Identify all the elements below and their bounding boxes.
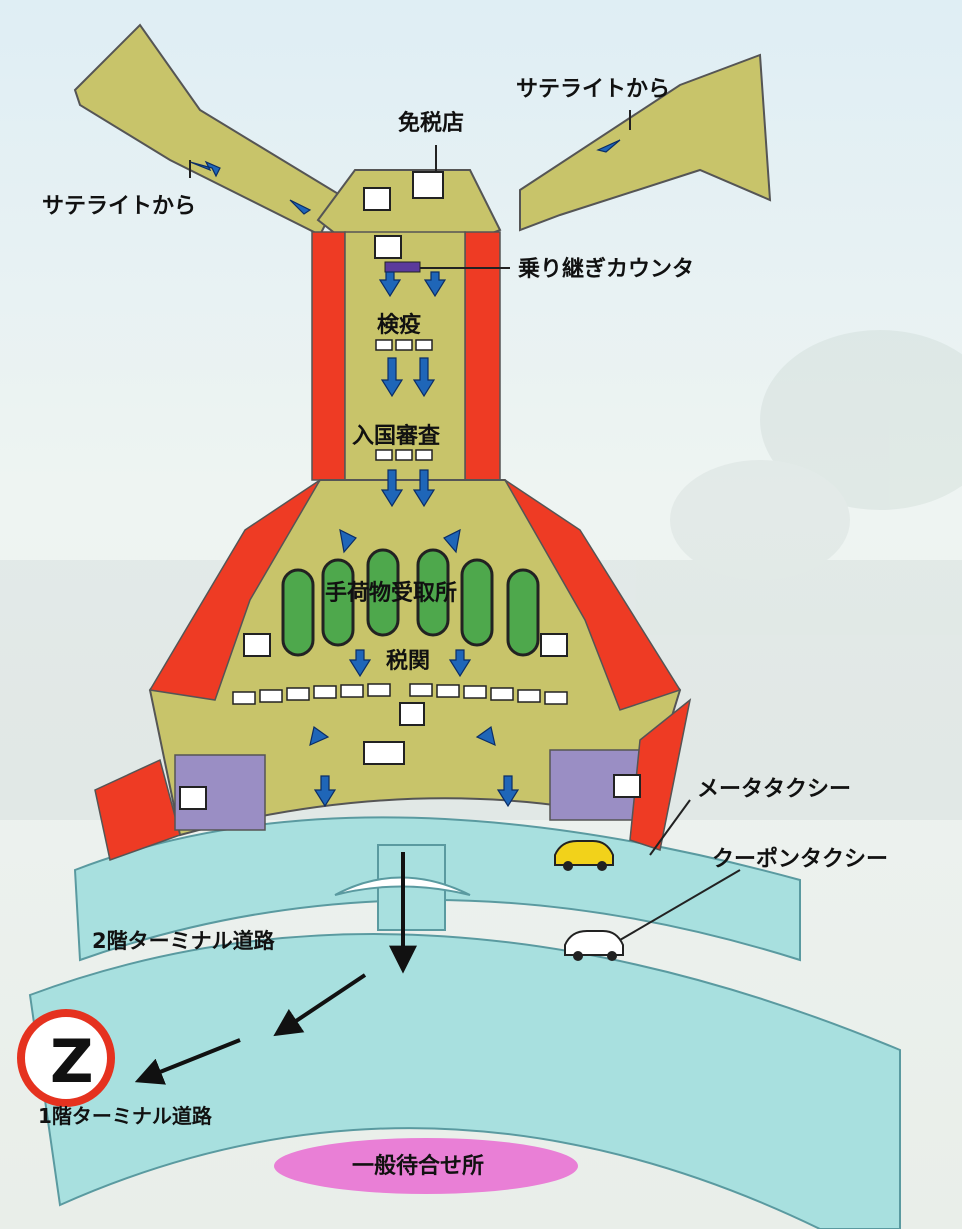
check-booths xyxy=(375,339,433,461)
general-waiting-area xyxy=(274,1138,578,1194)
label-satellite-right: サテライトから xyxy=(516,77,670,102)
customs-booths xyxy=(232,683,568,705)
route-arrows xyxy=(134,852,417,1085)
label-terminal-road-1f: 1階ターミナル道路 xyxy=(38,1104,213,1128)
label-general-waiting-area: 一般待合せ所 xyxy=(352,1153,484,1179)
label-duty-free: 免税店 xyxy=(398,110,464,136)
label-satellite-left: サテライトから xyxy=(42,194,196,219)
escalator-icon xyxy=(363,741,405,765)
label-immigration: 入国審査 xyxy=(352,423,441,449)
label-baggage-claim: 手荷物受取所 xyxy=(325,580,457,606)
flow-arrows xyxy=(189,139,621,808)
label-meter-taxi: メータタクシー xyxy=(697,777,851,802)
label-quarantine: 検疫 xyxy=(377,312,421,338)
marker-z xyxy=(17,1009,115,1107)
label-customs: 税関 xyxy=(386,648,430,674)
escalator-icon xyxy=(363,187,391,211)
terminal-building xyxy=(73,23,772,861)
restroom-icon xyxy=(613,774,641,798)
leader-lines xyxy=(189,110,741,941)
label-terminal-road-2f: 2階ターミナル道路 xyxy=(92,929,276,953)
meter-taxi-icon xyxy=(554,840,614,871)
restroom-icon xyxy=(179,786,207,810)
transfer-counter-desk xyxy=(384,261,421,273)
restroom-icon xyxy=(540,633,568,657)
info-icon xyxy=(399,702,425,726)
label-transfer-counter: 乗り継ぎカウンタ xyxy=(518,256,694,282)
label-coupon-taxi: クーポンタクシー xyxy=(712,846,888,872)
label-marker-z: Z xyxy=(50,1027,94,1097)
baggage-carousels xyxy=(281,548,540,657)
restroom-icon xyxy=(374,235,402,259)
coupon-taxi-icon xyxy=(564,930,624,961)
restroom-icons xyxy=(179,187,641,810)
duty-free-icon xyxy=(412,171,444,199)
restroom-icon xyxy=(243,633,271,657)
